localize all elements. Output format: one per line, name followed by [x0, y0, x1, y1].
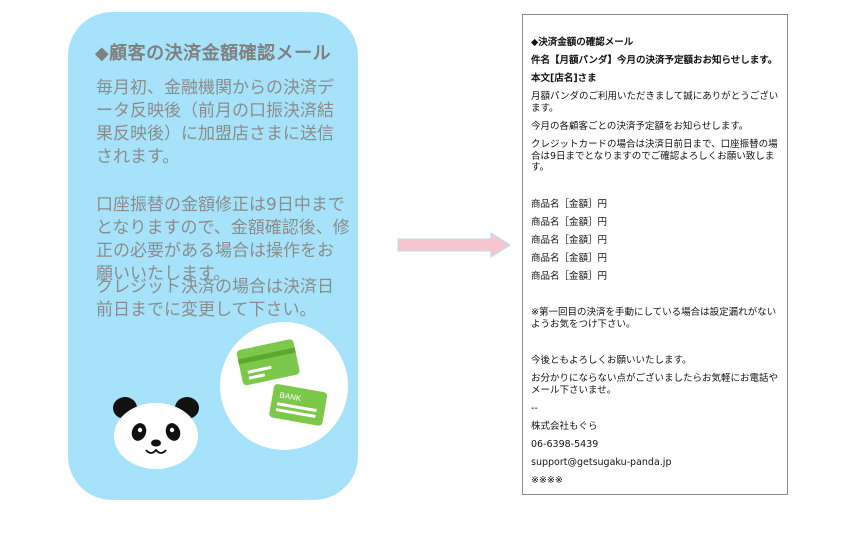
- email-body-label: 本文[店名]さま: [531, 73, 597, 84]
- email-closing: 今後ともよろしくお願いいたします。: [531, 355, 692, 366]
- email-item-row: 商品名［金額］円: [531, 235, 608, 246]
- email-first-payment-note: ※第一回目の決済を手動にしている場合は設定漏れがないようお気をつけ下さい。: [531, 307, 777, 330]
- panel-paragraph-1: 毎月初、金融機関からの決済データ反映後（前月の口振決済結果反映後）に加盟店さまに…: [96, 78, 334, 167]
- email-credit-note: クレジットカードの場合は決済日前日まで、口座振替の場合は9日までとなりますのでご…: [531, 139, 778, 173]
- email-item-row: 商品名［金額］円: [531, 217, 608, 228]
- email-subject: 件名【月額パンダ】今月の決済予定額おお知らせします。: [531, 55, 778, 66]
- email-phone: 06-6398-5439: [531, 439, 599, 450]
- email-item-row: 商品名［金額］円: [531, 253, 608, 264]
- panel-title: ◆顧客の決済金額確認メール: [94, 43, 332, 64]
- email-preview: ◆決済金額の確認メール 件名【月額パンダ】今月の決済予定額おお知らせします。 本…: [522, 14, 788, 495]
- credit-card-icon: [236, 339, 300, 386]
- email-notice: 今月の各顧客ごとの決済予定額をお知らせします。: [531, 121, 749, 132]
- email-heading: ◆決済金額の確認メール: [531, 37, 634, 48]
- panel-paragraph-2: 口座振替の金額修正は9日中までとなりますので、金額確認後、修正の必要がある場合は…: [96, 195, 350, 284]
- email-separator: --: [531, 403, 538, 414]
- bank-card-label: BANK: [279, 391, 303, 404]
- panda-icon: [113, 397, 199, 469]
- email-support-address[interactable]: support@getsugaku-panda.jp: [531, 457, 672, 468]
- email-company: 株式会社もぐら: [531, 421, 598, 432]
- bank-card-icon: BANK: [269, 384, 328, 426]
- email-item-row: 商品名［金額］円: [531, 271, 608, 282]
- email-contact-note: お分かりにならない点がございましたらお気軽にお電話やメール下さいませ。: [531, 373, 779, 396]
- info-panel: ◆顧客の決済金額確認メール 毎月初、金融機関からの決済データ反映後（前月の口振決…: [68, 12, 358, 500]
- panel-paragraph-3: クレジット決済の場合は決済日前日までに変更して下さい。: [96, 277, 334, 320]
- email-item-row: 商品名［金額］円: [531, 199, 608, 210]
- right-arrow-icon: [397, 232, 511, 258]
- email-footer-marks: ※※※※: [531, 475, 563, 486]
- email-greeting: 月額パンダのご利用いただきまして誠にありがとうございます。: [531, 91, 779, 114]
